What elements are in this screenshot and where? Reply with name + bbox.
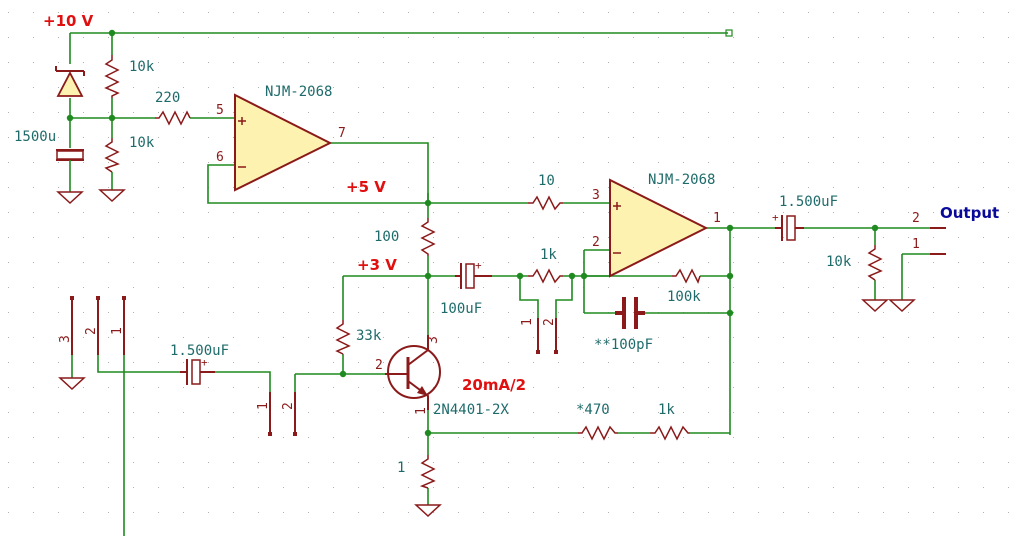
q-base-pin: 2 <box>375 358 383 373</box>
value-r-100: 100 <box>374 229 399 245</box>
resistor-220 <box>155 110 191 126</box>
value-transistor: 2N4401-2X <box>433 402 509 418</box>
value-r-div-top: 10k <box>129 59 155 75</box>
capacitor-100uf: + <box>455 259 492 289</box>
rail-10v-label: +10 V <box>43 12 94 30</box>
conn-in-pin-2: 2 <box>84 327 99 335</box>
resistor-10k-top <box>104 55 120 98</box>
value-c-in: 1.500uF <box>170 343 229 359</box>
resistor-33k <box>335 320 351 355</box>
value-c-out: 1.500uF <box>779 194 838 210</box>
resistor-10k-output <box>867 245 883 281</box>
resistor-1k-bottom <box>650 425 690 441</box>
q-emitter-pin: 1 <box>414 407 429 415</box>
capacitor-output: + <box>772 211 804 241</box>
junction-dot <box>726 224 734 232</box>
resistor-10 <box>528 195 563 211</box>
conn-mid-pin-1: 1 <box>256 402 271 410</box>
resistor-1k-middle <box>528 268 563 284</box>
u1-pin-plus: 5 <box>216 103 224 118</box>
current-label: 20mA/2 <box>462 376 526 394</box>
junctions <box>66 29 879 437</box>
rail-5v-label: +5 V <box>346 178 386 196</box>
junction-dot <box>108 114 116 122</box>
u2-pin-plus: 3 <box>592 188 600 203</box>
q-collector-pin: 3 <box>426 336 441 344</box>
junction-dot <box>871 224 879 232</box>
capacitor-1500u <box>56 149 84 165</box>
conn-out-pin-2: 2 <box>912 211 920 226</box>
output-label: Output <box>940 204 999 222</box>
value-r-10k-out: 10k <box>826 254 852 270</box>
component-values: 10k 10k 220 1500u 10 100 100uF 1k 100k *… <box>14 59 852 476</box>
value-r-470: *470 <box>576 402 610 418</box>
opamp-labels: NJM-2068 5 6 7 NJM-2068 3 2 1 <box>216 84 721 250</box>
value-r-33k: 33k <box>356 328 382 344</box>
u2-plus-sign <box>613 202 621 210</box>
junction-dot <box>108 29 116 37</box>
u1-plus-sign <box>238 117 246 125</box>
conn-jumper-pin-1: 1 <box>520 318 535 326</box>
value-r-10: 10 <box>538 173 555 189</box>
wires <box>69 32 930 536</box>
junction-dot <box>726 309 734 317</box>
value-r-100k: 100k <box>667 289 701 305</box>
u1-pin-minus: 6 <box>216 150 224 165</box>
junction-dot <box>580 272 588 280</box>
capacitor-input: + <box>180 356 215 385</box>
junction-dot <box>568 272 576 280</box>
u1-part-label: NJM-2068 <box>265 84 332 100</box>
rail-labels: +10 V +5 V +3 V 20mA/2 <box>43 12 526 394</box>
value-c-100u: 100uF <box>440 301 482 317</box>
npn-transistor <box>385 335 441 410</box>
capacitor-100pf <box>615 297 645 329</box>
u2-pin-minus: 2 <box>592 235 600 250</box>
junction-dot <box>726 272 734 280</box>
svg-text:+: + <box>475 259 482 272</box>
conn-in-pin-1: 1 <box>110 327 125 335</box>
svg-text:+: + <box>772 211 779 224</box>
conn-out-pin-1: 1 <box>912 237 920 252</box>
junction-dot <box>66 114 74 122</box>
pin-numbers: 2 3 1 3 2 1 1 2 1 2 2 1 <box>58 211 920 415</box>
value-r-div-bot: 10k <box>129 135 155 151</box>
junction-dot <box>424 272 432 280</box>
grid-dots <box>8 12 1009 513</box>
resistor-1 <box>419 455 436 489</box>
resistor-470 <box>578 425 618 441</box>
rail-3v-label: +3 V <box>357 256 397 274</box>
value-c-1500: 1500u <box>14 129 56 145</box>
junction-dot <box>424 199 432 207</box>
opamp-u2 <box>609 178 709 278</box>
resistor-100k <box>672 268 701 284</box>
conn-in-pin-3: 3 <box>58 335 73 343</box>
svg-text:+: + <box>201 356 208 369</box>
resistor-100 <box>420 218 436 256</box>
zener-diode <box>55 66 85 97</box>
junction-dot <box>516 272 524 280</box>
conn-mid-pin-2: 2 <box>281 402 296 410</box>
value-r-1k-b: 1k <box>658 402 675 418</box>
resistor-10k-bottom <box>104 138 120 173</box>
conn-jumper-pin-2: 2 <box>542 318 557 326</box>
connector-pins <box>70 227 946 436</box>
value-r-1k-a: 1k <box>540 247 557 263</box>
u1-pin-out: 7 <box>338 126 346 141</box>
value-r-1: 1 <box>397 460 405 476</box>
value-r-220: 220 <box>155 90 180 106</box>
value-c-100p: **100pF <box>594 337 653 353</box>
ground-symbols <box>56 189 916 518</box>
junction-dot <box>424 429 432 437</box>
net-flag-terminal <box>725 29 733 37</box>
u2-pin-out: 1 <box>713 211 721 226</box>
u2-part-label: NJM-2068 <box>648 172 715 188</box>
junction-dot <box>339 370 347 378</box>
opamp-u1 <box>234 93 333 192</box>
